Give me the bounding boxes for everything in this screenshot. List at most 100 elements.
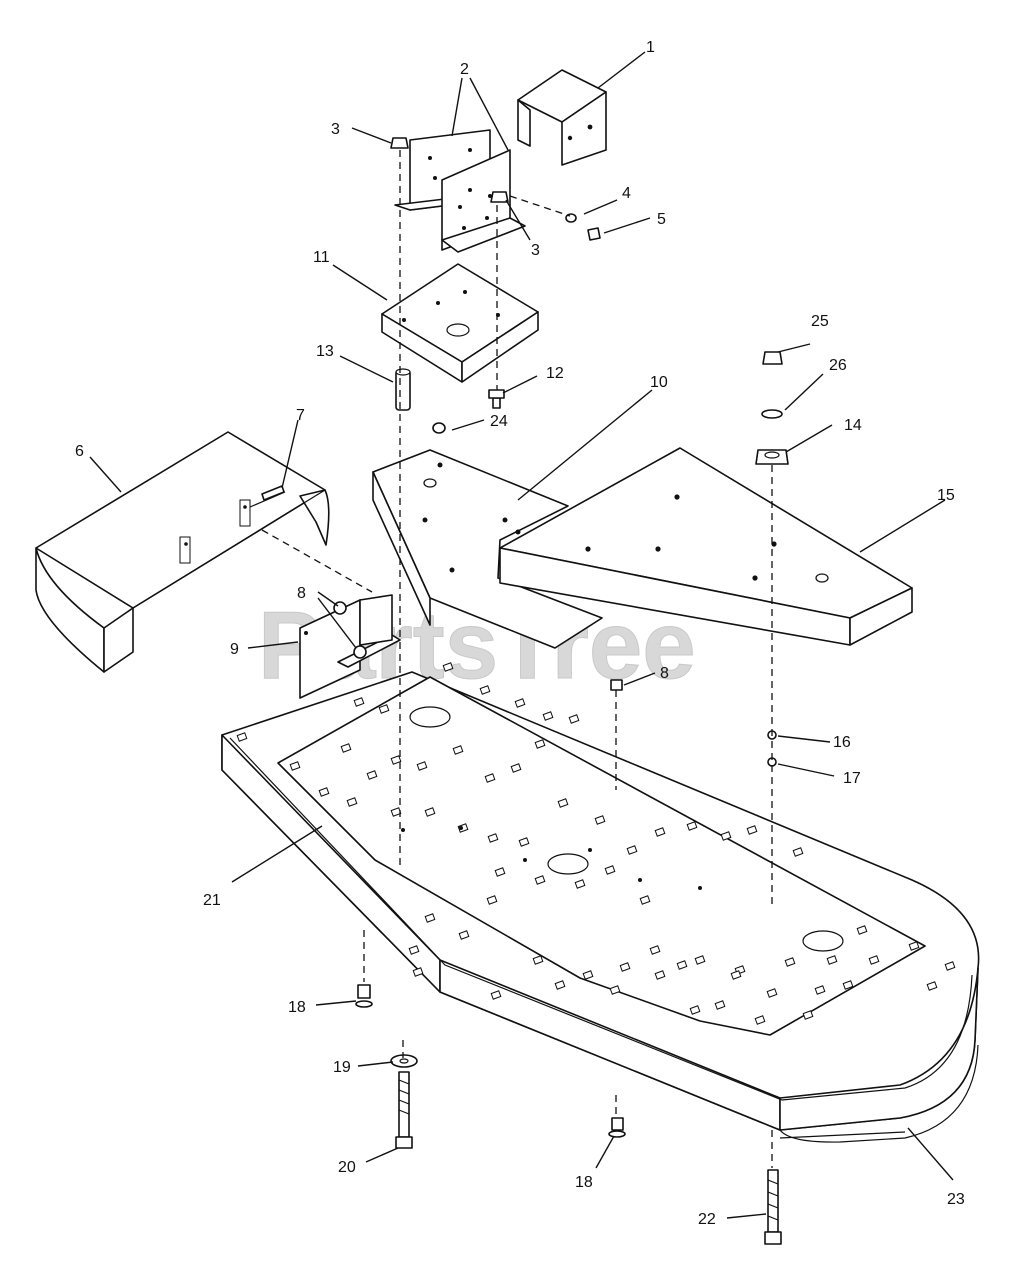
deck-hole [378, 704, 390, 714]
deck-hole [654, 970, 666, 980]
deck-hole [366, 770, 378, 780]
deck-hole [619, 962, 631, 972]
deck-hole [689, 1005, 701, 1015]
deck-hole [390, 755, 402, 765]
deck-hole [654, 827, 666, 837]
deck-hole [458, 930, 470, 940]
callout-24: 24 [490, 413, 508, 430]
belt-cover [35, 431, 330, 673]
deck-hole [754, 1015, 766, 1025]
callout-1: 1 [646, 39, 655, 56]
deck-hole [842, 980, 854, 990]
hardware [261, 137, 789, 1245]
deck-hole [340, 743, 352, 753]
deck-hole [802, 1010, 814, 1020]
center-plate [372, 449, 603, 649]
callout-23: 23 [947, 1191, 965, 1208]
deck-hole [318, 787, 330, 797]
callout-22: 22 [698, 1211, 716, 1228]
deck-hole [542, 711, 554, 721]
deck-pin-hole [698, 886, 702, 890]
callout-26: 26 [829, 357, 847, 374]
deck-hole [534, 875, 546, 885]
deck-pin-hole [588, 848, 592, 852]
callout-20: 20 [338, 1159, 356, 1176]
assembly-lines [261, 150, 773, 1168]
deck-hole [289, 761, 301, 771]
deck-hole [574, 879, 586, 889]
deck-hole [510, 763, 522, 773]
callout-7: 7 [296, 407, 305, 424]
callout-18: 18 [288, 999, 306, 1016]
deck-hole [686, 821, 698, 831]
deck-hole [494, 867, 506, 877]
leader-lines [89, 51, 954, 1219]
deck-hole [452, 745, 464, 755]
deck-mounting-holes [236, 662, 956, 1025]
callout-14: 14 [844, 417, 862, 434]
deck-hole [486, 895, 498, 905]
callout-12: 12 [546, 365, 564, 382]
callout-15: 15 [937, 487, 955, 504]
mounting-plates [394, 129, 526, 253]
deck-hole [484, 773, 496, 783]
callout-16: 16 [833, 734, 851, 751]
deck-hole [908, 941, 920, 951]
deck-hole [676, 960, 688, 970]
deck-hole [944, 961, 956, 971]
callout-4: 4 [622, 185, 631, 202]
deck-hole [868, 955, 880, 965]
cover-bracket [517, 69, 607, 166]
deck-pin-hole [638, 878, 642, 882]
callout-19: 19 [333, 1059, 351, 1076]
deck-pin-hole [401, 828, 405, 832]
callout-21: 21 [203, 892, 221, 909]
tray-bracket [381, 263, 539, 383]
deck-pin-hole [459, 826, 463, 830]
deck-hole [490, 990, 502, 1000]
deck-hole [626, 845, 638, 855]
deck-hole [353, 697, 365, 707]
deck-hole [408, 945, 420, 955]
deck-hole [424, 807, 436, 817]
callout-17: 17 [843, 770, 861, 787]
deck-hole [784, 957, 796, 967]
deck-hole [554, 980, 566, 990]
deck-hole [424, 913, 436, 923]
deck-hole [814, 985, 826, 995]
deck-hole [514, 698, 526, 708]
callout-3: 3 [331, 121, 340, 138]
deck-hole [442, 662, 454, 672]
deck-hole [568, 714, 580, 724]
deck-hole [639, 895, 651, 905]
deck-hole [730, 970, 742, 980]
callout-11: 11 [313, 249, 330, 266]
deck-hole [557, 798, 569, 808]
callout-10: 10 [650, 374, 668, 391]
deck-pin-hole [523, 858, 527, 862]
deck-hole [346, 797, 358, 807]
deck-hole [604, 865, 616, 875]
callout-8: 8 [297, 585, 306, 602]
callout-6: 6 [75, 443, 84, 460]
deck-hole [609, 985, 621, 995]
callout-9: 9 [230, 641, 239, 658]
deck-hole [236, 732, 248, 742]
deck-hole [649, 945, 661, 955]
callout-25: 25 [811, 313, 829, 330]
callout-labels: 1 2 3 3 4 5 6 7 8 8 9 10 11 12 13 14 15 … [75, 39, 965, 1228]
deck-hole [532, 955, 544, 965]
mower-deck [221, 671, 980, 1143]
callout-3b: 3 [531, 242, 540, 259]
deck-hole [926, 981, 938, 991]
deck-hole [856, 925, 868, 935]
deck-hole [594, 815, 606, 825]
deck-hole [416, 761, 428, 771]
deck-hole [412, 967, 424, 977]
callout-13: 13 [316, 343, 334, 360]
callout-18b: 18 [575, 1174, 593, 1191]
small-bracket [299, 594, 401, 699]
right-bracket [499, 447, 913, 646]
deck-hole [792, 847, 804, 857]
